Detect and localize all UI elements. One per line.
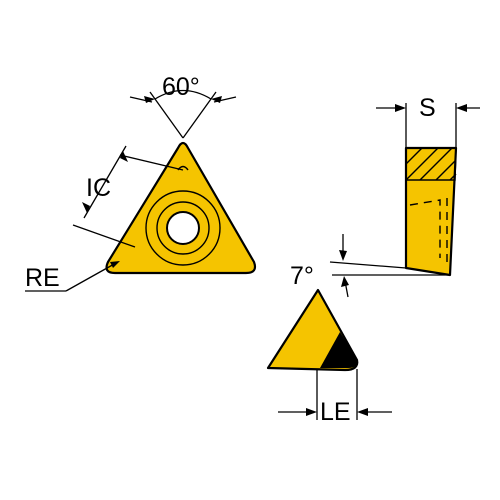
angle-60-label: 60° (162, 73, 200, 101)
re-label: RE (25, 264, 60, 292)
s-label: S (419, 94, 436, 122)
ic-dimension: IC (72, 145, 184, 248)
s-dimension: S (376, 94, 480, 148)
clearance-angle-dimension: 7° (290, 234, 450, 298)
side-view-hatch (405, 147, 457, 181)
clamp-hole-ring (156, 201, 210, 255)
corner-detail: LE (266, 288, 392, 426)
re-leader: RE (25, 261, 120, 292)
clamp-recess-outer (145, 190, 221, 266)
clamp-hole (166, 211, 200, 245)
ic-label: IC (86, 174, 111, 202)
wiper-edge-black (320, 332, 357, 368)
clearance-angle-label: 7° (290, 262, 314, 290)
triangle-insert-top-view (105, 141, 257, 275)
le-label: LE (320, 398, 351, 426)
insert-side-view (404, 146, 458, 277)
angle-60-dimension: 60° (129, 73, 237, 139)
